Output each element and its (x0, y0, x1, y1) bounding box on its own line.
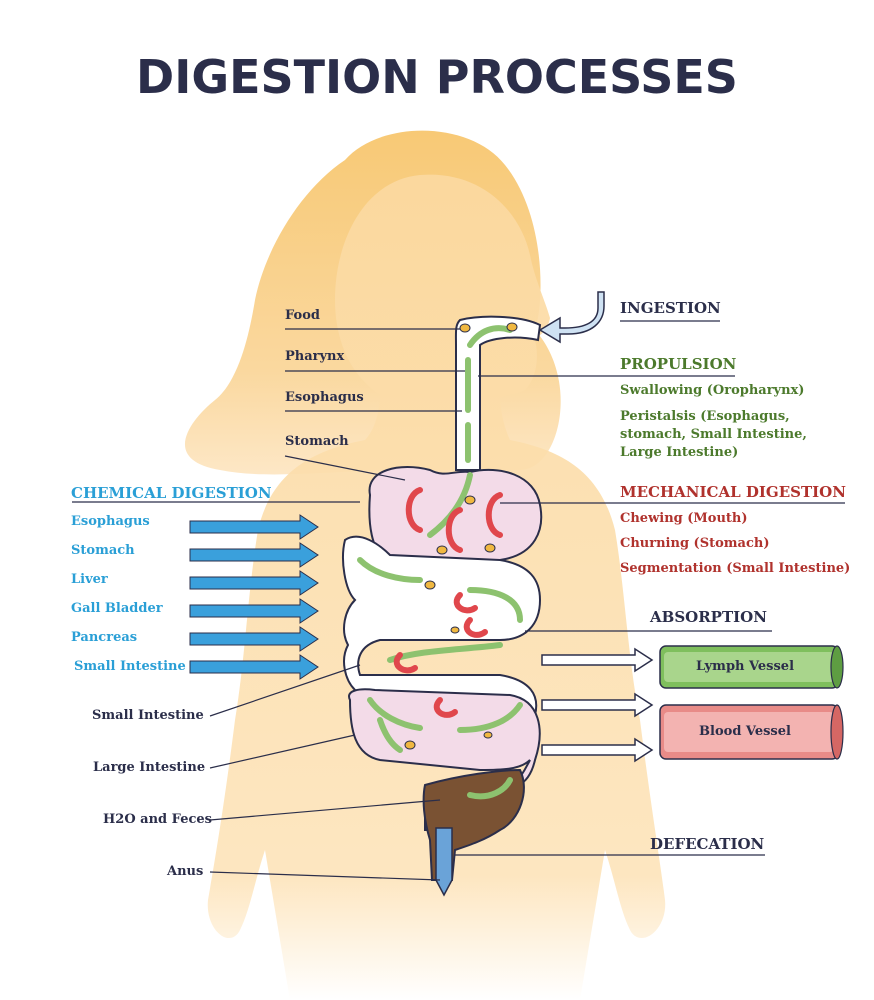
mechanical-digestion-heading: MECHANICAL DIGESTION (620, 483, 846, 501)
absorption-arrows (541, 647, 654, 763)
propulsion-line-2: Peristalsis (Esophagus, (620, 409, 790, 424)
food-particles (404, 322, 518, 750)
blood-vessel-label: Blood Vessel (699, 724, 791, 739)
chemical-item-esophagus: Esophagus (71, 514, 150, 529)
lymph-vessel-label: Lymph Vessel (695, 659, 795, 674)
label-large-intestine: Large Intestine (93, 760, 206, 775)
lymph-vessel (659, 645, 844, 689)
right-leader-lines (455, 320, 845, 856)
defecation-heading: DEFECATION (650, 835, 765, 853)
esophagus-tube (454, 315, 542, 471)
label-esophagus: Esophagus (285, 390, 364, 405)
ingestion-arrow (538, 291, 605, 344)
propulsion-heading: PROPULSION (620, 355, 737, 373)
propulsion-line-4: Large Intestine) (620, 445, 739, 460)
anal-canal (435, 827, 453, 897)
blood-vessel (659, 704, 844, 760)
mechanical-item-churning: Churning (Stomach) (620, 536, 770, 551)
label-stomach: Stomach (285, 434, 349, 449)
label-small-intestine: Small Intestine (92, 708, 204, 723)
label-food: Food (285, 308, 320, 323)
ingestion-heading: INGESTION (620, 299, 721, 317)
propulsion-line-3: stomach, Small Intestine, (620, 427, 807, 442)
absorption-heading: ABSORPTION (650, 608, 767, 626)
chemical-item-small-intestine: Small Intestine (74, 659, 186, 674)
mechanical-item-chewing: Chewing (Mouth) (620, 511, 748, 526)
label-anus: Anus (167, 864, 204, 879)
propulsion-arrows (357, 325, 523, 800)
propulsion-line-1: Swallowing (Oropharynx) (620, 383, 805, 398)
chemical-item-liver: Liver (71, 572, 108, 587)
mechanical-item-segmentation: Segmentation (Small Intestine) (620, 561, 851, 576)
chemical-digestion-heading: CHEMICAL DIGESTION (71, 484, 272, 502)
chemical-item-stomach: Stomach (71, 543, 135, 558)
left-leader-lines (72, 328, 465, 881)
chemical-item-gall-bladder: Gall Bladder (71, 601, 163, 616)
label-pharynx: Pharynx (285, 349, 345, 364)
chemical-arrows (189, 514, 319, 680)
churning-arrows (393, 487, 503, 718)
label-h2o-feces: H2O and Feces (103, 812, 212, 827)
page-title: DIGESTION PROCESSES (136, 50, 738, 104)
chemical-item-pancreas: Pancreas (71, 630, 138, 645)
